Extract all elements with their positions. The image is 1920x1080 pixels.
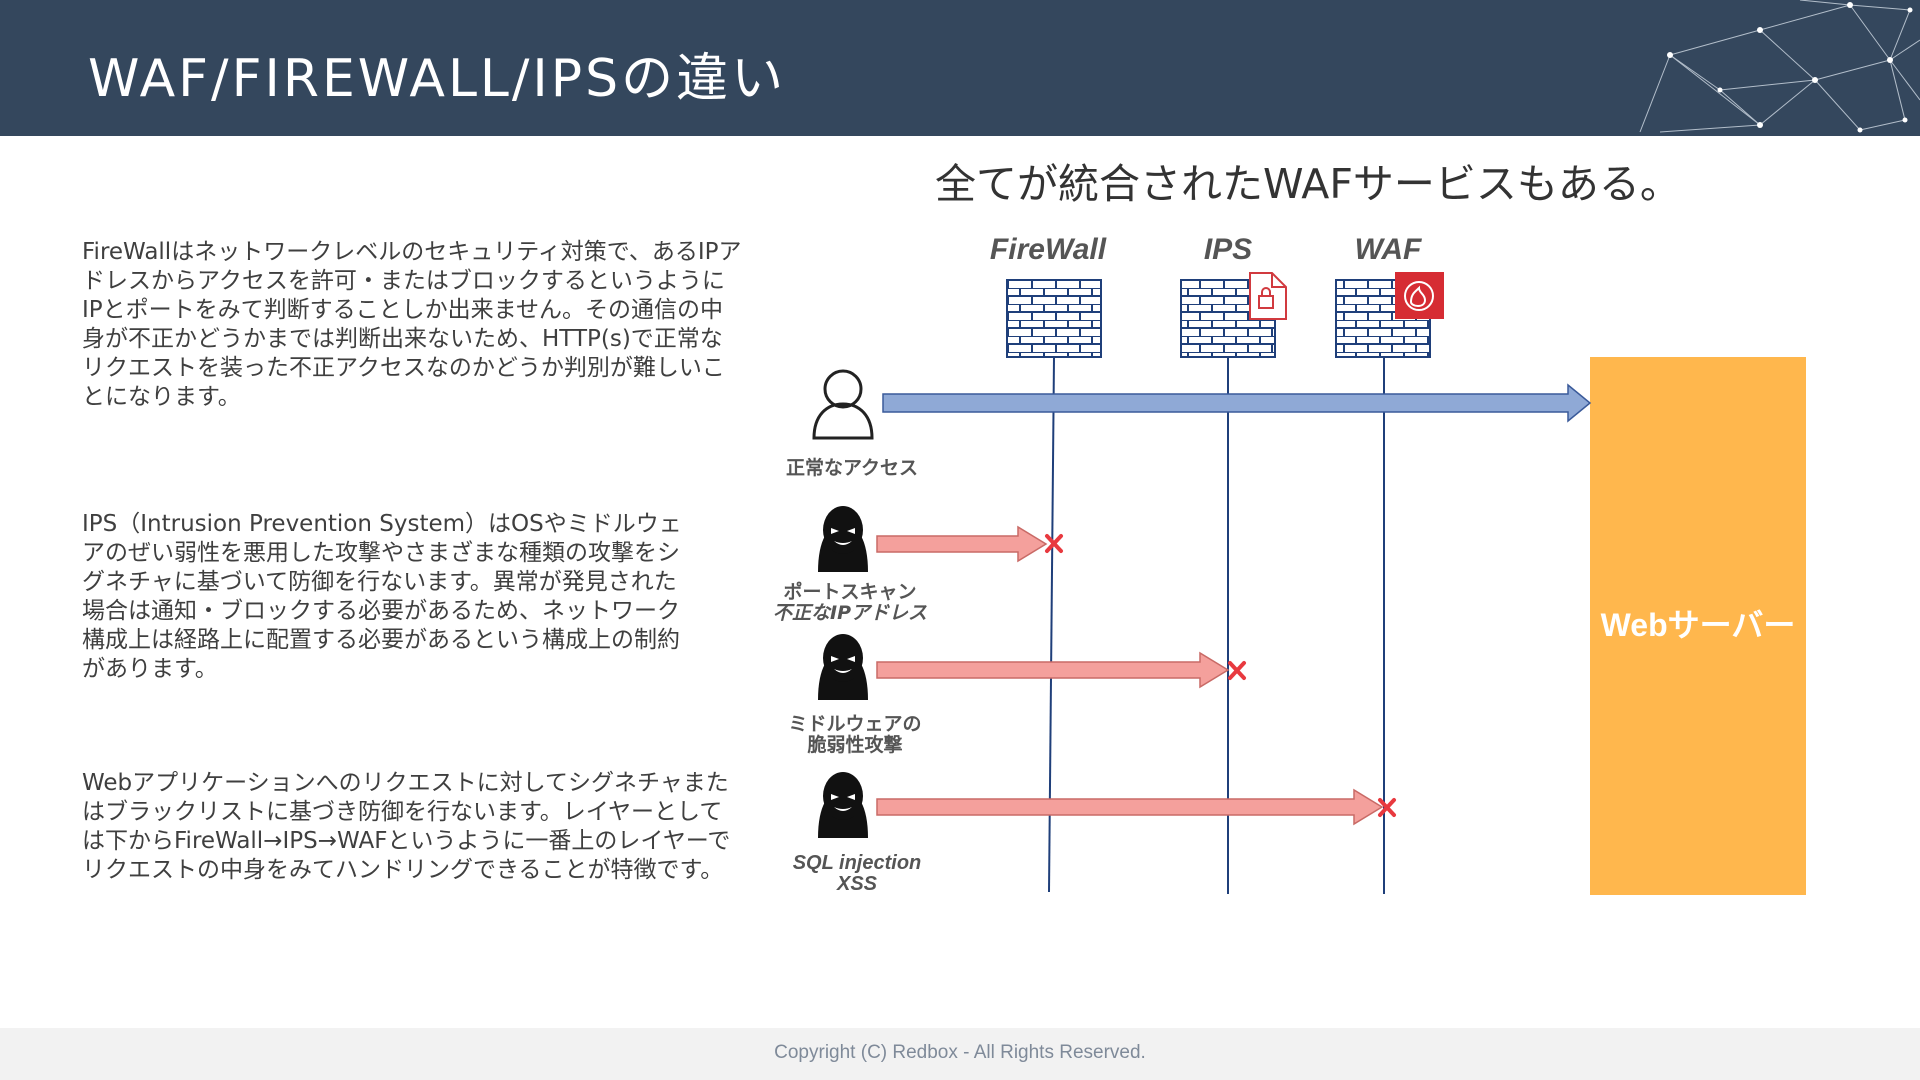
sqli-label-line2: XSS — [836, 873, 878, 895]
blocked-arrow-ips — [876, 651, 1230, 689]
layer-label-firewall: FireWall — [990, 233, 1107, 266]
middleware-label-line2: 脆弱性攻撃 — [806, 733, 902, 756]
ips-description: IPS（Intrusion Prevention System）はOSやミドルウ… — [82, 511, 682, 682]
waf-shield-icon — [1395, 272, 1444, 319]
firewall-brick-icon — [1006, 279, 1102, 358]
block-mark-icon — [1045, 534, 1063, 553]
security-layer-diagram: FireWall IPS WAF Webサーバー — [773, 233, 1806, 895]
attacker-icon — [818, 772, 868, 838]
blocked-arrow-waf — [876, 788, 1384, 826]
block-mark-icon — [1378, 798, 1396, 817]
sqli-label-line1: SQL injection — [793, 852, 922, 874]
attacker-icon — [818, 506, 868, 572]
firewall-description: FireWallはネットワークレベルのセキュリティ対策で、あるIPアドレスからア… — [82, 239, 742, 410]
copyright-text: Copyright (C) Redbox - All Rights Reserv… — [774, 1042, 1146, 1063]
web-server-label: Webサーバー — [1601, 607, 1796, 643]
block-mark-icon — [1228, 661, 1246, 680]
network-decoration-icon — [1639, 0, 1920, 133]
portscan-label-line1: ポートスキャン — [783, 580, 916, 603]
lock-document-icon — [1249, 272, 1287, 320]
middleware-label-line1: ミドルウェアの — [788, 713, 921, 735]
user-icon — [812, 369, 874, 440]
blocked-arrow-firewall — [876, 525, 1048, 563]
portscan-label-line2: 不正なIPアドレス — [773, 602, 927, 624]
waf-description: Webアプリケーションへのリクエストに対してシグネチャまたはブラックリストに基づ… — [82, 770, 731, 883]
footer: Copyright (C) Redbox - All Rights Reserv… — [0, 1028, 1920, 1080]
header-bar: WAF/FIREWALL/IPSの違い — [0, 0, 1920, 136]
layer-label-ips: IPS — [1204, 233, 1252, 266]
normal-access-label: 正常なアクセス — [786, 456, 918, 479]
layer-label-waf: WAF — [1355, 233, 1422, 266]
web-server-box — [1590, 357, 1806, 895]
page-title: WAF/FIREWALL/IPSの違い — [88, 49, 787, 109]
allowed-request-arrow — [882, 383, 1592, 423]
attacker-icon — [818, 634, 868, 700]
diagram-subtitle: 全てが統合されたWAFサービスもある。 — [935, 160, 1681, 208]
